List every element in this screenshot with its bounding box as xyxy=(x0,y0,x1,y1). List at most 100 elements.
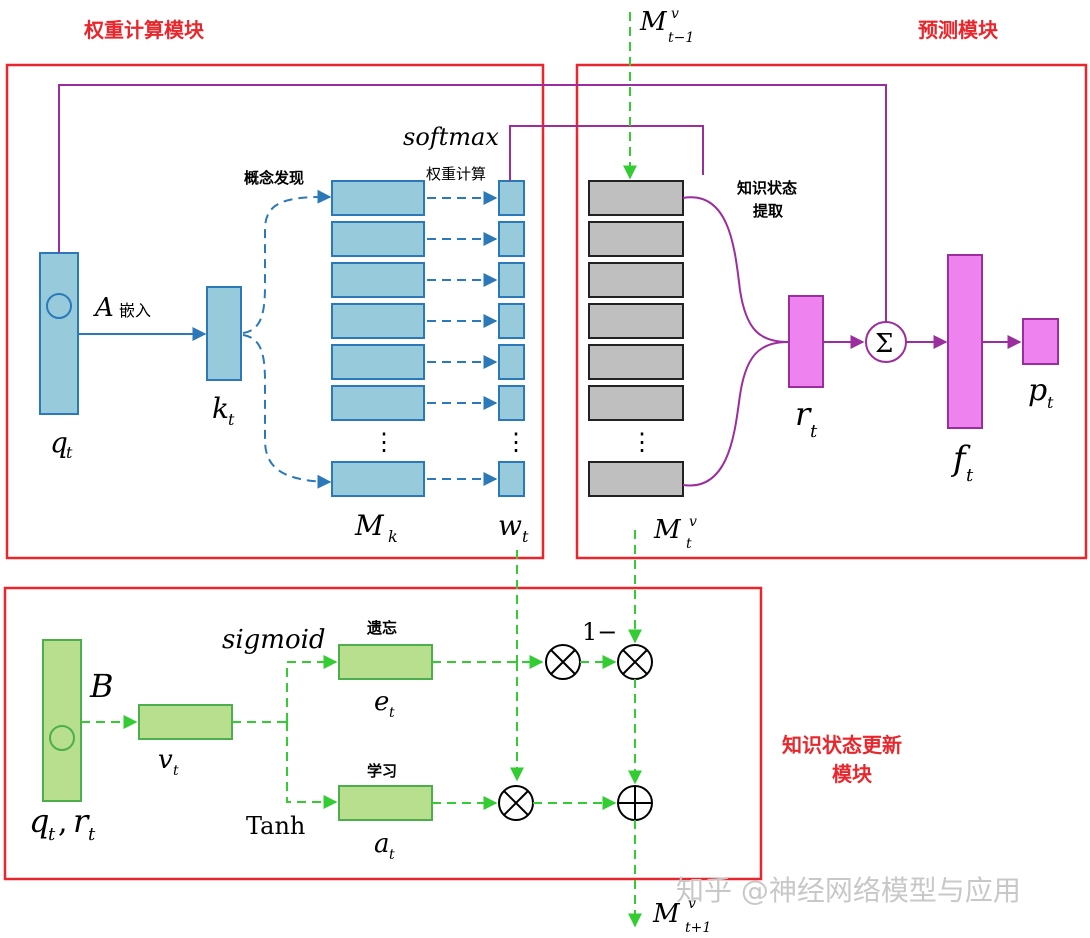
softmax-label: softmax xyxy=(403,123,499,151)
k-box xyxy=(206,286,242,381)
v-to-e-arrow xyxy=(286,655,338,722)
qr-label-r-sub: t xyxy=(88,824,96,845)
r-box xyxy=(788,295,824,388)
q-to-sigma-line xyxy=(58,84,887,325)
mk-row xyxy=(331,461,425,497)
predict-module-frame xyxy=(575,63,1088,560)
w-cell xyxy=(498,221,525,257)
v-label-sub: t xyxy=(173,763,179,779)
e-label: e xyxy=(374,687,389,717)
a-out-label-sub: t xyxy=(389,847,395,863)
mk-memory xyxy=(331,180,425,497)
w-cell xyxy=(498,344,525,380)
mk-row xyxy=(331,344,425,380)
p-label-sub: t xyxy=(1047,393,1054,412)
p-label: p xyxy=(1028,373,1047,408)
mk-row xyxy=(331,180,425,216)
qr-label-comma: , xyxy=(58,805,68,840)
mk-dots: ⋮ xyxy=(372,428,396,456)
m-prev-label: M xyxy=(639,7,668,37)
mv-label: M xyxy=(653,515,682,545)
concept-arrow-top xyxy=(242,189,332,334)
m-next-label: M xyxy=(652,899,681,929)
b-label: B xyxy=(89,667,114,705)
predict-module-title: 预测模块 xyxy=(918,18,999,42)
knowledge-extract-label-2: 提取 xyxy=(753,202,784,220)
r-label: r xyxy=(795,395,812,433)
mult-node-erase-cross-b xyxy=(550,649,576,675)
read-curve-top xyxy=(682,196,789,343)
mk-row xyxy=(331,303,425,339)
v-to-a-arrow xyxy=(286,722,338,809)
m-prev-sub: t−1 xyxy=(668,30,694,46)
m-prev-sup: v xyxy=(671,6,679,22)
w-cell xyxy=(498,180,525,216)
qr-label-q: q xyxy=(29,802,49,840)
weight-calc-label: 权重计算 xyxy=(426,165,486,183)
k-label: k xyxy=(212,392,229,425)
concept-arrow-bottom xyxy=(242,334,332,489)
qr-label-r: r xyxy=(73,802,90,840)
mv-row xyxy=(588,344,684,380)
w-label-sub: t xyxy=(522,527,529,546)
v-label: v xyxy=(158,745,173,775)
learn-label: 学习 xyxy=(367,762,397,780)
update-module-frame xyxy=(3,586,763,881)
a-out-label: a xyxy=(374,829,390,859)
tanh-label: Tanh xyxy=(246,812,305,840)
mv-dots: ⋮ xyxy=(630,428,654,456)
qr-circle xyxy=(49,725,75,751)
e-box xyxy=(338,644,433,680)
read-curve-bottom xyxy=(682,341,789,487)
w-cell xyxy=(498,303,525,339)
e-label-sub: t xyxy=(389,705,395,721)
r-label-sub: t xyxy=(810,421,818,442)
mult-node-add-cross-b xyxy=(503,790,529,816)
m-next-sup: v xyxy=(688,896,696,912)
sigma-symbol: Σ xyxy=(875,329,893,359)
w-cell xyxy=(498,385,525,421)
p-box xyxy=(1022,318,1059,365)
mk-row xyxy=(331,221,425,257)
weight-module-frame xyxy=(5,63,545,560)
mv-sub: t xyxy=(686,536,692,552)
q-embedding-box xyxy=(39,252,79,415)
update-module-title-line1: 知识状态更新 xyxy=(782,733,902,757)
q-circle xyxy=(46,293,72,319)
embed-label: 嵌入 xyxy=(119,301,151,320)
w-dots: ⋮ xyxy=(504,428,528,456)
k-label-sub: t xyxy=(228,410,235,429)
qr-label-q-sub: t xyxy=(48,824,56,845)
softmax-link xyxy=(509,125,704,181)
mk-row xyxy=(331,262,425,298)
knowledge-extract-label-1: 知识状态 xyxy=(737,179,797,197)
mv-sup: v xyxy=(689,514,697,530)
mk-row xyxy=(331,385,425,421)
q-label-sub: t xyxy=(66,443,73,462)
mv-row xyxy=(588,221,684,257)
mv-row xyxy=(588,262,684,298)
v-box xyxy=(138,704,233,740)
forget-label: 遗忘 xyxy=(366,619,397,637)
w-label: w xyxy=(498,509,522,542)
q-label: q xyxy=(50,426,68,459)
w-cell xyxy=(498,461,525,497)
w-cell xyxy=(498,262,525,298)
mv-row xyxy=(588,180,684,216)
one-minus-label: 1− xyxy=(582,618,617,646)
a-label: A xyxy=(93,293,114,323)
mv-row xyxy=(588,385,684,421)
sigmoid-label: sigmoid xyxy=(222,625,326,655)
f-box xyxy=(947,254,983,429)
concept-discovery-label: 概念发现 xyxy=(244,169,304,187)
mv-row xyxy=(588,461,684,497)
mult-node-memory-cross-b xyxy=(622,649,648,675)
mv-memory xyxy=(588,180,684,497)
m-next-sub: t+1 xyxy=(685,920,711,936)
w-weights xyxy=(498,180,525,497)
mk-label-sub: k xyxy=(388,527,398,546)
update-module-title-line2: 模块 xyxy=(832,762,873,786)
weight-module-title: 权重计算模块 xyxy=(83,18,205,42)
qr-input-box xyxy=(42,639,82,802)
